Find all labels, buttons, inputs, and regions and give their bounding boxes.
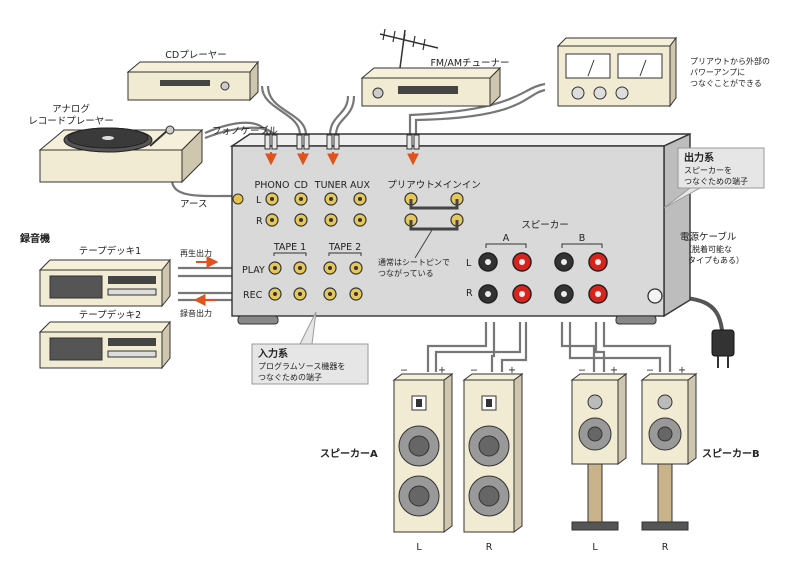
power-cable-note-1: （脱着可能な xyxy=(684,244,732,254)
speaker-a-left xyxy=(392,373,454,533)
input-callout-line1: プログラムソース機器を xyxy=(258,361,345,371)
speaker-a-right xyxy=(462,373,524,533)
turntable-label-line2: レコードプレーヤー xyxy=(28,116,114,127)
speaker2-plus: + xyxy=(508,365,516,376)
tape2-label: TAPE 2 xyxy=(328,242,361,253)
input-callout-line2: つなぐための端子 xyxy=(258,372,322,382)
speaker-channel-3: L xyxy=(592,542,598,553)
mainin-label: メインイン xyxy=(433,180,481,191)
input-label-tuner: TUNER xyxy=(314,180,348,191)
input-label-aux: AUX xyxy=(350,180,370,191)
jumper-pin xyxy=(409,220,459,231)
speaker-terminal-label-r: R xyxy=(466,288,473,299)
jumper-pin xyxy=(409,199,459,210)
tuner-label: FM/AMチューナー xyxy=(430,58,509,69)
play-out-label: 再生出力 xyxy=(180,248,212,258)
speaker-a-label: スピーカーA xyxy=(320,448,378,460)
power-inlet[interactable] xyxy=(647,288,663,304)
channel-label-r: R xyxy=(256,216,263,227)
channel-label-l: L xyxy=(256,195,262,206)
power-plug xyxy=(711,329,735,368)
preout-label: プリアウト xyxy=(387,180,435,191)
earth-label: アース xyxy=(180,199,207,210)
tape-deck-2-label: テープデッキ2 xyxy=(79,309,141,321)
turntable xyxy=(38,125,204,184)
earth-terminal[interactable] xyxy=(232,193,244,205)
speaker-b-right xyxy=(640,373,698,531)
amp-foot xyxy=(615,315,657,325)
jumper-note-leader xyxy=(414,229,433,259)
speaker1-minus: − xyxy=(400,365,408,376)
rec-label: REC xyxy=(243,290,263,301)
tape-deck-1-label: テープデッキ1 xyxy=(79,245,141,257)
tape-deck-1 xyxy=(38,258,172,308)
rec-out-label: 録音出力 xyxy=(180,308,212,318)
speaker-terminal-label-l: L xyxy=(466,258,472,269)
power-amp-note-line1: プリアウトから外部の xyxy=(690,56,770,66)
power-cable-note-2: タイプもある） xyxy=(688,256,744,265)
recorder-group-label: 録音機 xyxy=(20,232,50,245)
output-callout xyxy=(663,147,765,209)
speaker-channel-1: L xyxy=(416,542,422,553)
power-amp xyxy=(556,36,677,108)
power-amp-note-line3: つなぐことができる xyxy=(690,78,762,88)
speaker3-plus: + xyxy=(610,365,618,376)
speaker4-minus: − xyxy=(646,365,654,376)
cd-player xyxy=(126,60,260,102)
cd-player-label: CDプレーヤー xyxy=(165,50,226,61)
tuner xyxy=(360,28,502,108)
amp-foot xyxy=(237,315,279,325)
jumper-note-line1: 通常はシートピンで xyxy=(378,257,450,267)
input-callout xyxy=(251,311,369,385)
speaker-b-label: スピーカーB xyxy=(702,448,760,460)
input-arrows xyxy=(193,152,419,306)
speaker1-plus: + xyxy=(438,365,446,376)
tape1-label: TAPE 1 xyxy=(273,242,306,253)
speaker-terminal-b: B xyxy=(579,233,586,244)
jumper-note-line2: つながっている xyxy=(378,268,434,278)
power-amp-note-line2: パワーアンプに xyxy=(690,68,745,77)
output-callout-line1: スピーカーを xyxy=(684,166,732,175)
speaker2-minus: − xyxy=(470,365,478,376)
output-callout-title: 出力系 xyxy=(684,151,714,164)
power-cable-label: 電源ケーブル xyxy=(680,231,737,243)
output-callout-line2: つなぐための端子 xyxy=(684,176,748,186)
play-label: PLAY xyxy=(242,265,265,276)
input-label-phono: PHONO xyxy=(255,180,290,191)
speaker-channel-2: R xyxy=(486,542,493,553)
speaker-b-left xyxy=(570,373,628,531)
input-label-cd: CD xyxy=(294,180,308,191)
speaker-terminal-title: スピーカー xyxy=(521,220,569,231)
tape-deck-2 xyxy=(38,320,172,370)
speaker-channel-4: R xyxy=(662,542,669,553)
input-callout-title: 入力系 xyxy=(258,347,288,360)
speaker3-minus: − xyxy=(578,365,586,376)
speaker4-plus: + xyxy=(678,365,686,376)
phono-cable-label: フォノケーブル xyxy=(212,125,278,137)
turntable-label-line1: アナログ xyxy=(52,103,90,115)
speaker-terminal-a: A xyxy=(503,233,510,244)
